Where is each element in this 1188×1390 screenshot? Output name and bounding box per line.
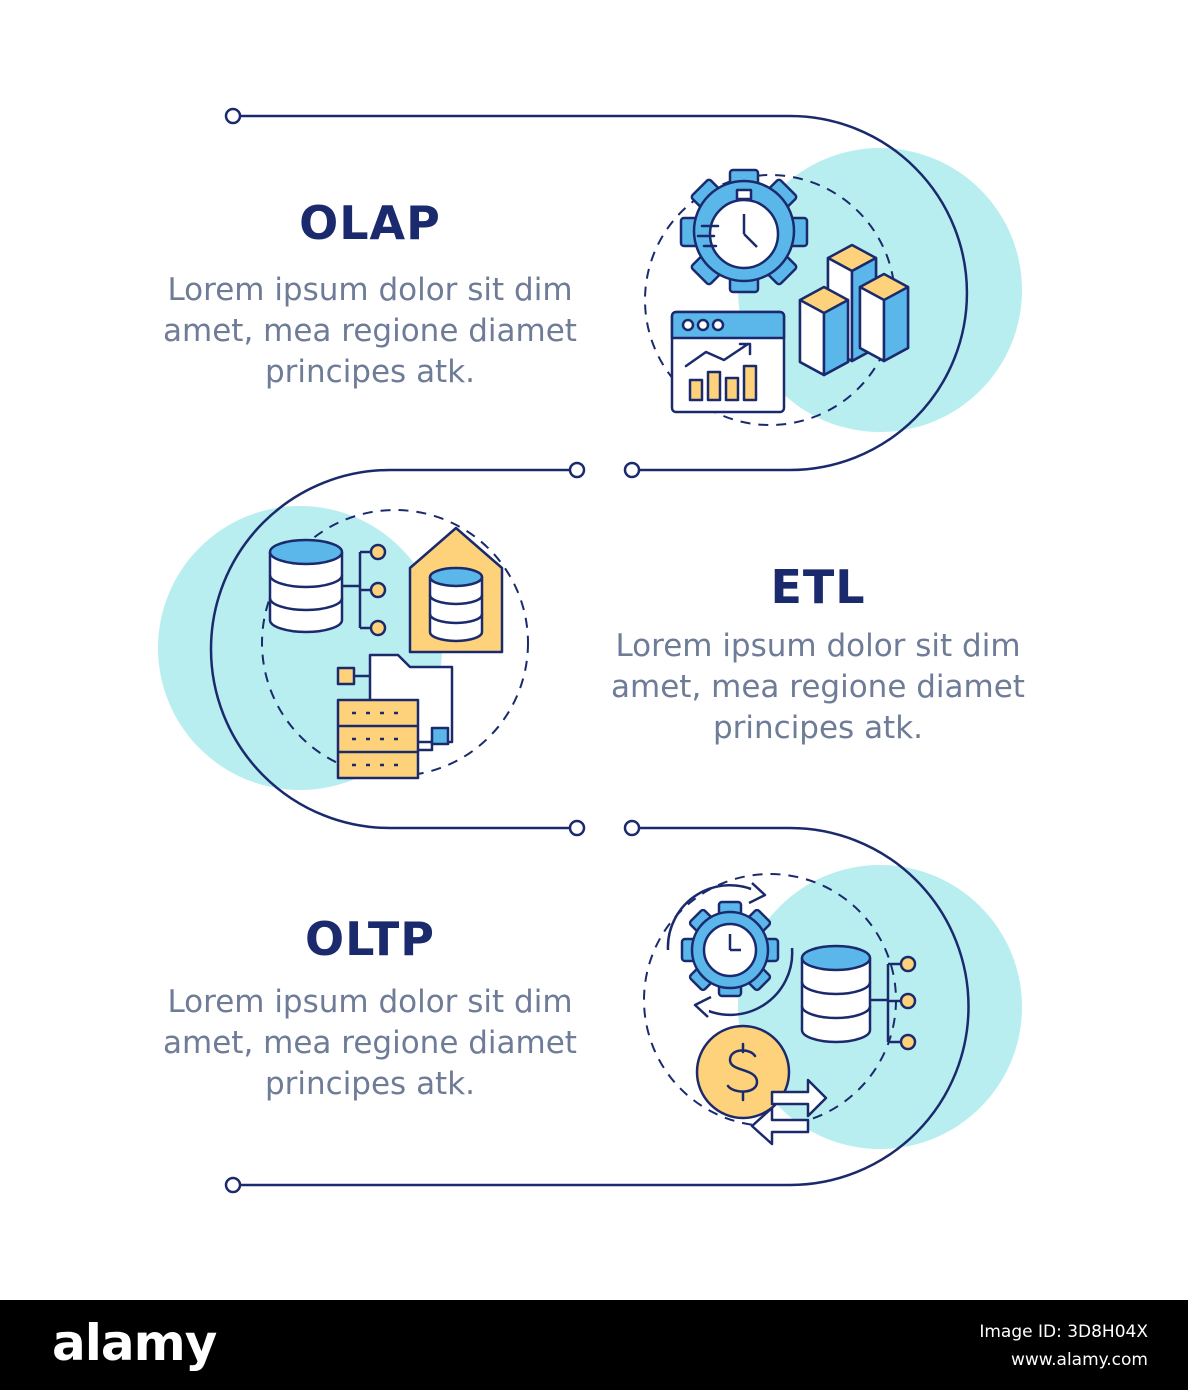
olap-desc-line-3: principes atk.	[264, 354, 476, 390]
etl-title: ETL	[770, 560, 866, 614]
gear-clock-cycle-icon	[666, 882, 794, 1018]
oltp-circle-bg	[738, 865, 1022, 1149]
olap-title: OLAP	[299, 196, 441, 250]
olap-description: Lorem ipsum dolor sit dim amet, mea regi…	[130, 270, 610, 393]
etl-desc-line-1: Lorem ipsum dolor sit dim	[615, 628, 1021, 664]
oltp-desc-line-3: principes atk.	[264, 1066, 476, 1102]
stock-footer-bar: alamy Image ID: 3D8H04X www.alamy.com	[0, 1300, 1188, 1390]
oltp-desc-line-2: amet, mea regione diamet	[163, 1025, 577, 1061]
alamy-logo: alamy	[52, 1314, 217, 1372]
etl-dashed-ring	[261, 509, 529, 777]
infographic-graphics	[158, 107, 1022, 1194]
bar-chart-3d-icon	[798, 243, 910, 377]
gear-stopwatch-icon	[679, 168, 809, 294]
oltp-description: Lorem ipsum dolor sit dim amet, mea regi…	[130, 982, 610, 1105]
etl-description: Lorem ipsum dolor sit dim amet, mea regi…	[578, 626, 1058, 749]
etl-desc-line-3: principes atk.	[712, 710, 924, 746]
flow-endpoints	[224, 107, 641, 1194]
data-warehouse-icon	[408, 526, 504, 654]
footer-info: Image ID: 3D8H04X www.alamy.com	[979, 1318, 1148, 1374]
site-url: www.alamy.com	[1010, 1350, 1148, 1370]
olap-desc-line-1: Lorem ipsum dolor sit dim	[167, 272, 573, 308]
infographic: OLAP Lorem ipsum dolor sit dim amet, mea…	[130, 107, 1058, 1194]
image-id-label: Image ID: 3D8H04X	[979, 1322, 1148, 1342]
olap-desc-line-2: amet, mea regione diamet	[163, 313, 577, 349]
database-icon	[800, 944, 917, 1051]
analytics-window-icon	[670, 310, 786, 414]
oltp-desc-line-1: Lorem ipsum dolor sit dim	[167, 984, 573, 1020]
database-icon	[268, 538, 387, 637]
oltp-title: OLTP	[305, 912, 435, 966]
file-server-icon	[336, 653, 454, 780]
etl-desc-line-2: amet, mea regione diamet	[611, 669, 1025, 705]
dollar-exchange-icon	[695, 1024, 828, 1146]
flow-lines	[209, 114, 970, 1187]
